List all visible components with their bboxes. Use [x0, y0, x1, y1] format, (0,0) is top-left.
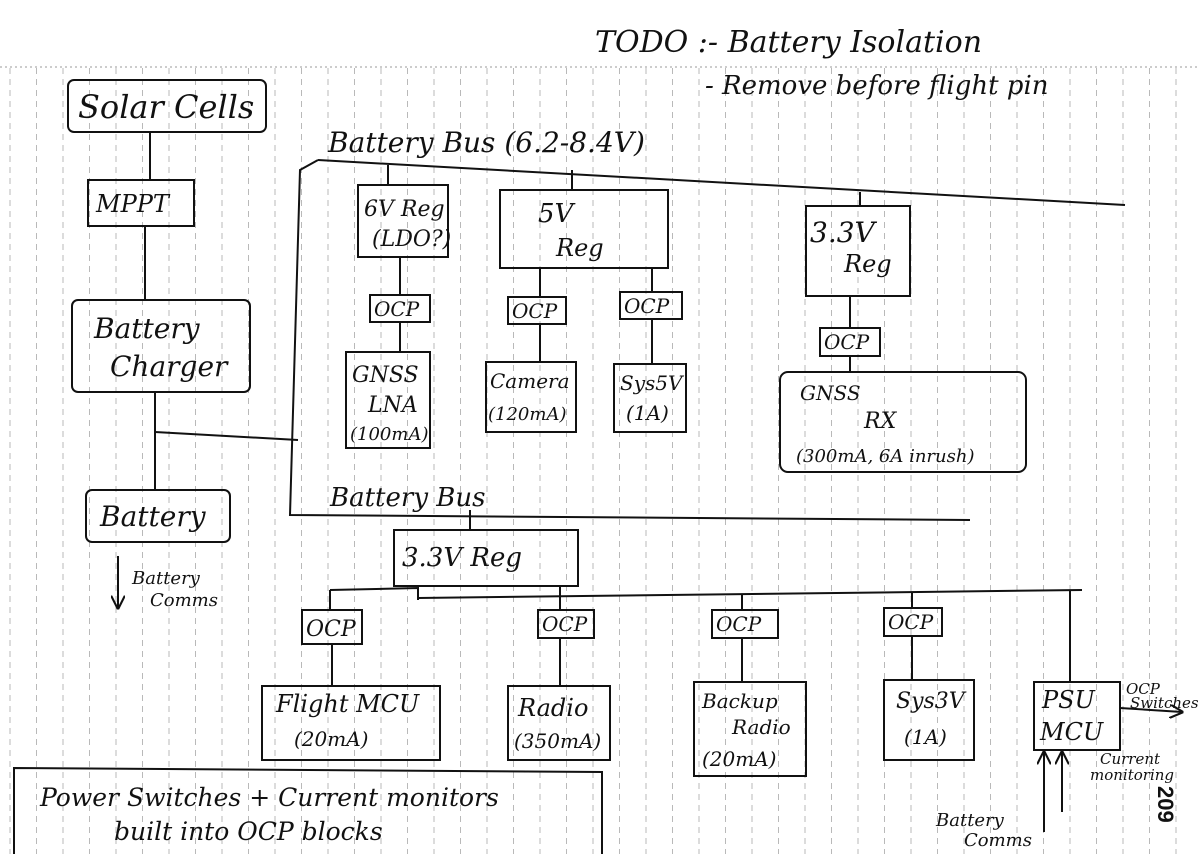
lower-bus-rail — [417, 589, 1083, 599]
reg-6v-block: 6V Reg (LDO?) — [357, 184, 451, 258]
ocp-camera-label: OCP — [512, 299, 558, 323]
battery-label: Battery — [99, 500, 207, 533]
todo-title: TODO :- Battery Isolation — [595, 25, 982, 60]
ocp-radio-block: OCP — [537, 609, 595, 639]
ocp-gnss-rx-block: OCP — [819, 327, 881, 357]
radio-line1: Radio — [517, 694, 588, 722]
reg-33v-line2: Reg — [843, 250, 892, 278]
gnss-rx-line1: GNSS — [800, 381, 861, 405]
psu-battery-comms-line1: Battery — [935, 810, 1005, 831]
ocp-sys3v-label: OCP — [888, 610, 934, 634]
todo-item: - Remove before flight pin — [705, 71, 1049, 101]
wire-5v-ocp2 — [540, 267, 653, 292]
flight-mcu-line2: (20mA) — [294, 727, 368, 751]
gnss-rx-block: GNSS RX (300mA, 6A inrush) — [779, 371, 1027, 473]
reg-33v-line1: 3.3V — [810, 216, 878, 249]
camera-block: Camera (120mA) — [485, 361, 577, 433]
ocp-radio-label: OCP — [542, 612, 588, 636]
camera-line2: (120mA) — [488, 404, 566, 425]
flight-mcu-block: Flight MCU (20mA) — [261, 685, 441, 761]
backup-radio-line3: (20mA) — [702, 747, 776, 771]
mppt-block: MPPT — [87, 179, 195, 227]
battery-block: Battery — [85, 489, 231, 543]
backup-radio-line2: Radio — [731, 715, 791, 739]
wire-charger-bus — [154, 431, 299, 441]
psu-mcu-line1: PSU — [1041, 686, 1096, 714]
battery-charger-block: Battery Charger — [71, 299, 251, 393]
power-note-line1: Power Switches + Current monitors — [39, 783, 499, 812]
reg-6v-line1: 6V Reg — [364, 197, 445, 222]
ocp-sys3v-block: OCP — [883, 607, 943, 637]
radio-block: Radio (350mA) — [507, 685, 611, 761]
sys3v-line2: (1A) — [904, 725, 947, 749]
gnss-lna-line1: GNSS — [352, 363, 419, 388]
sys3v-block: Sys3V (1A) — [883, 679, 975, 761]
gnss-lna-block: GNSS LNA (100mA) — [345, 351, 431, 449]
ocp-6v-block: OCP — [369, 294, 431, 323]
power-note-line2: built into OCP blocks — [114, 817, 383, 846]
radio-line2: (350mA) — [514, 729, 601, 753]
reg-5v-line1: 5V — [538, 199, 576, 229]
power-note-box — [13, 766, 603, 854]
psu-mcu-line2: MCU — [1039, 718, 1104, 746]
reg-5v-line2: Reg — [555, 234, 604, 262]
flight-mcu-line1: Flight MCU — [275, 690, 420, 718]
psu-mcu-block: PSU MCU — [1033, 681, 1121, 751]
sys5v-line2: (1A) — [626, 401, 669, 425]
charger-label-line2: Charger — [110, 350, 229, 383]
ocp-camera-block: OCP — [507, 296, 567, 325]
solar-cells-block: Solar Cells — [67, 79, 267, 133]
gnss-lna-line2: LNA — [367, 393, 418, 418]
reg-6v-line2: (LDO?) — [372, 227, 451, 252]
ocp-gnss-rx-label: OCP — [824, 330, 870, 354]
ocp-6v-label: OCP — [374, 297, 420, 321]
sys5v-line1: Sys5V — [620, 371, 685, 395]
ocp-switches-line1: OCP — [1126, 680, 1161, 698]
current-monitoring-line1: Current — [1100, 750, 1161, 768]
backup-radio-line1: Backup — [701, 689, 778, 713]
reg-5v-block: 5V Reg — [499, 189, 669, 269]
ocp-backup-radio-block: OCP — [711, 609, 779, 639]
ocp-switches-arrow — [1119, 708, 1182, 712]
reg-33v-lower-block: 3.3V Reg — [393, 529, 579, 587]
ocp-sys5v-label: OCP — [624, 294, 670, 318]
gnss-lna-line3: (100mA) — [350, 424, 428, 445]
page-number: 209 — [1153, 786, 1178, 823]
gnss-rx-line3: (300mA, 6A inrush) — [796, 446, 974, 467]
charger-label-line1: Battery — [93, 312, 201, 345]
lower-bus-label: Battery Bus — [329, 483, 485, 513]
sys3v-line1: Sys3V — [896, 689, 967, 714]
wire-reg-left-branch — [329, 586, 419, 600]
upper-bus-frame — [288, 159, 971, 521]
gnss-rx-line2: RX — [863, 409, 898, 434]
psu-battery-comms-line2: Comms — [964, 830, 1032, 851]
ocp-backup-radio-label: OCP — [716, 612, 762, 636]
upper-bus-line — [317, 159, 1126, 206]
ocp-flight-mcu-block: OCP — [301, 609, 363, 645]
solar-cells-label: Solar Cells — [78, 88, 254, 126]
battery-comms-line1: Battery — [131, 568, 201, 589]
upper-bus-label: Battery Bus (6.2-8.4V) — [327, 126, 645, 159]
sys5v-block: Sys5V (1A) — [613, 363, 687, 433]
reg-33v-lower-label: 3.3V Reg — [402, 543, 522, 573]
reg-33v-block: 3.3V Reg — [805, 205, 911, 297]
backup-radio-block: Backup Radio (20mA) — [693, 681, 807, 777]
battery-comms-line2: Comms — [150, 590, 218, 611]
ocp-flight-mcu-label: OCP — [306, 617, 357, 642]
current-monitoring-line2: monitoring — [1090, 766, 1174, 784]
mppt-label: MPPT — [95, 190, 171, 218]
ocp-switches-line2: Switches — [1130, 694, 1199, 712]
camera-line1: Camera — [490, 369, 570, 393]
